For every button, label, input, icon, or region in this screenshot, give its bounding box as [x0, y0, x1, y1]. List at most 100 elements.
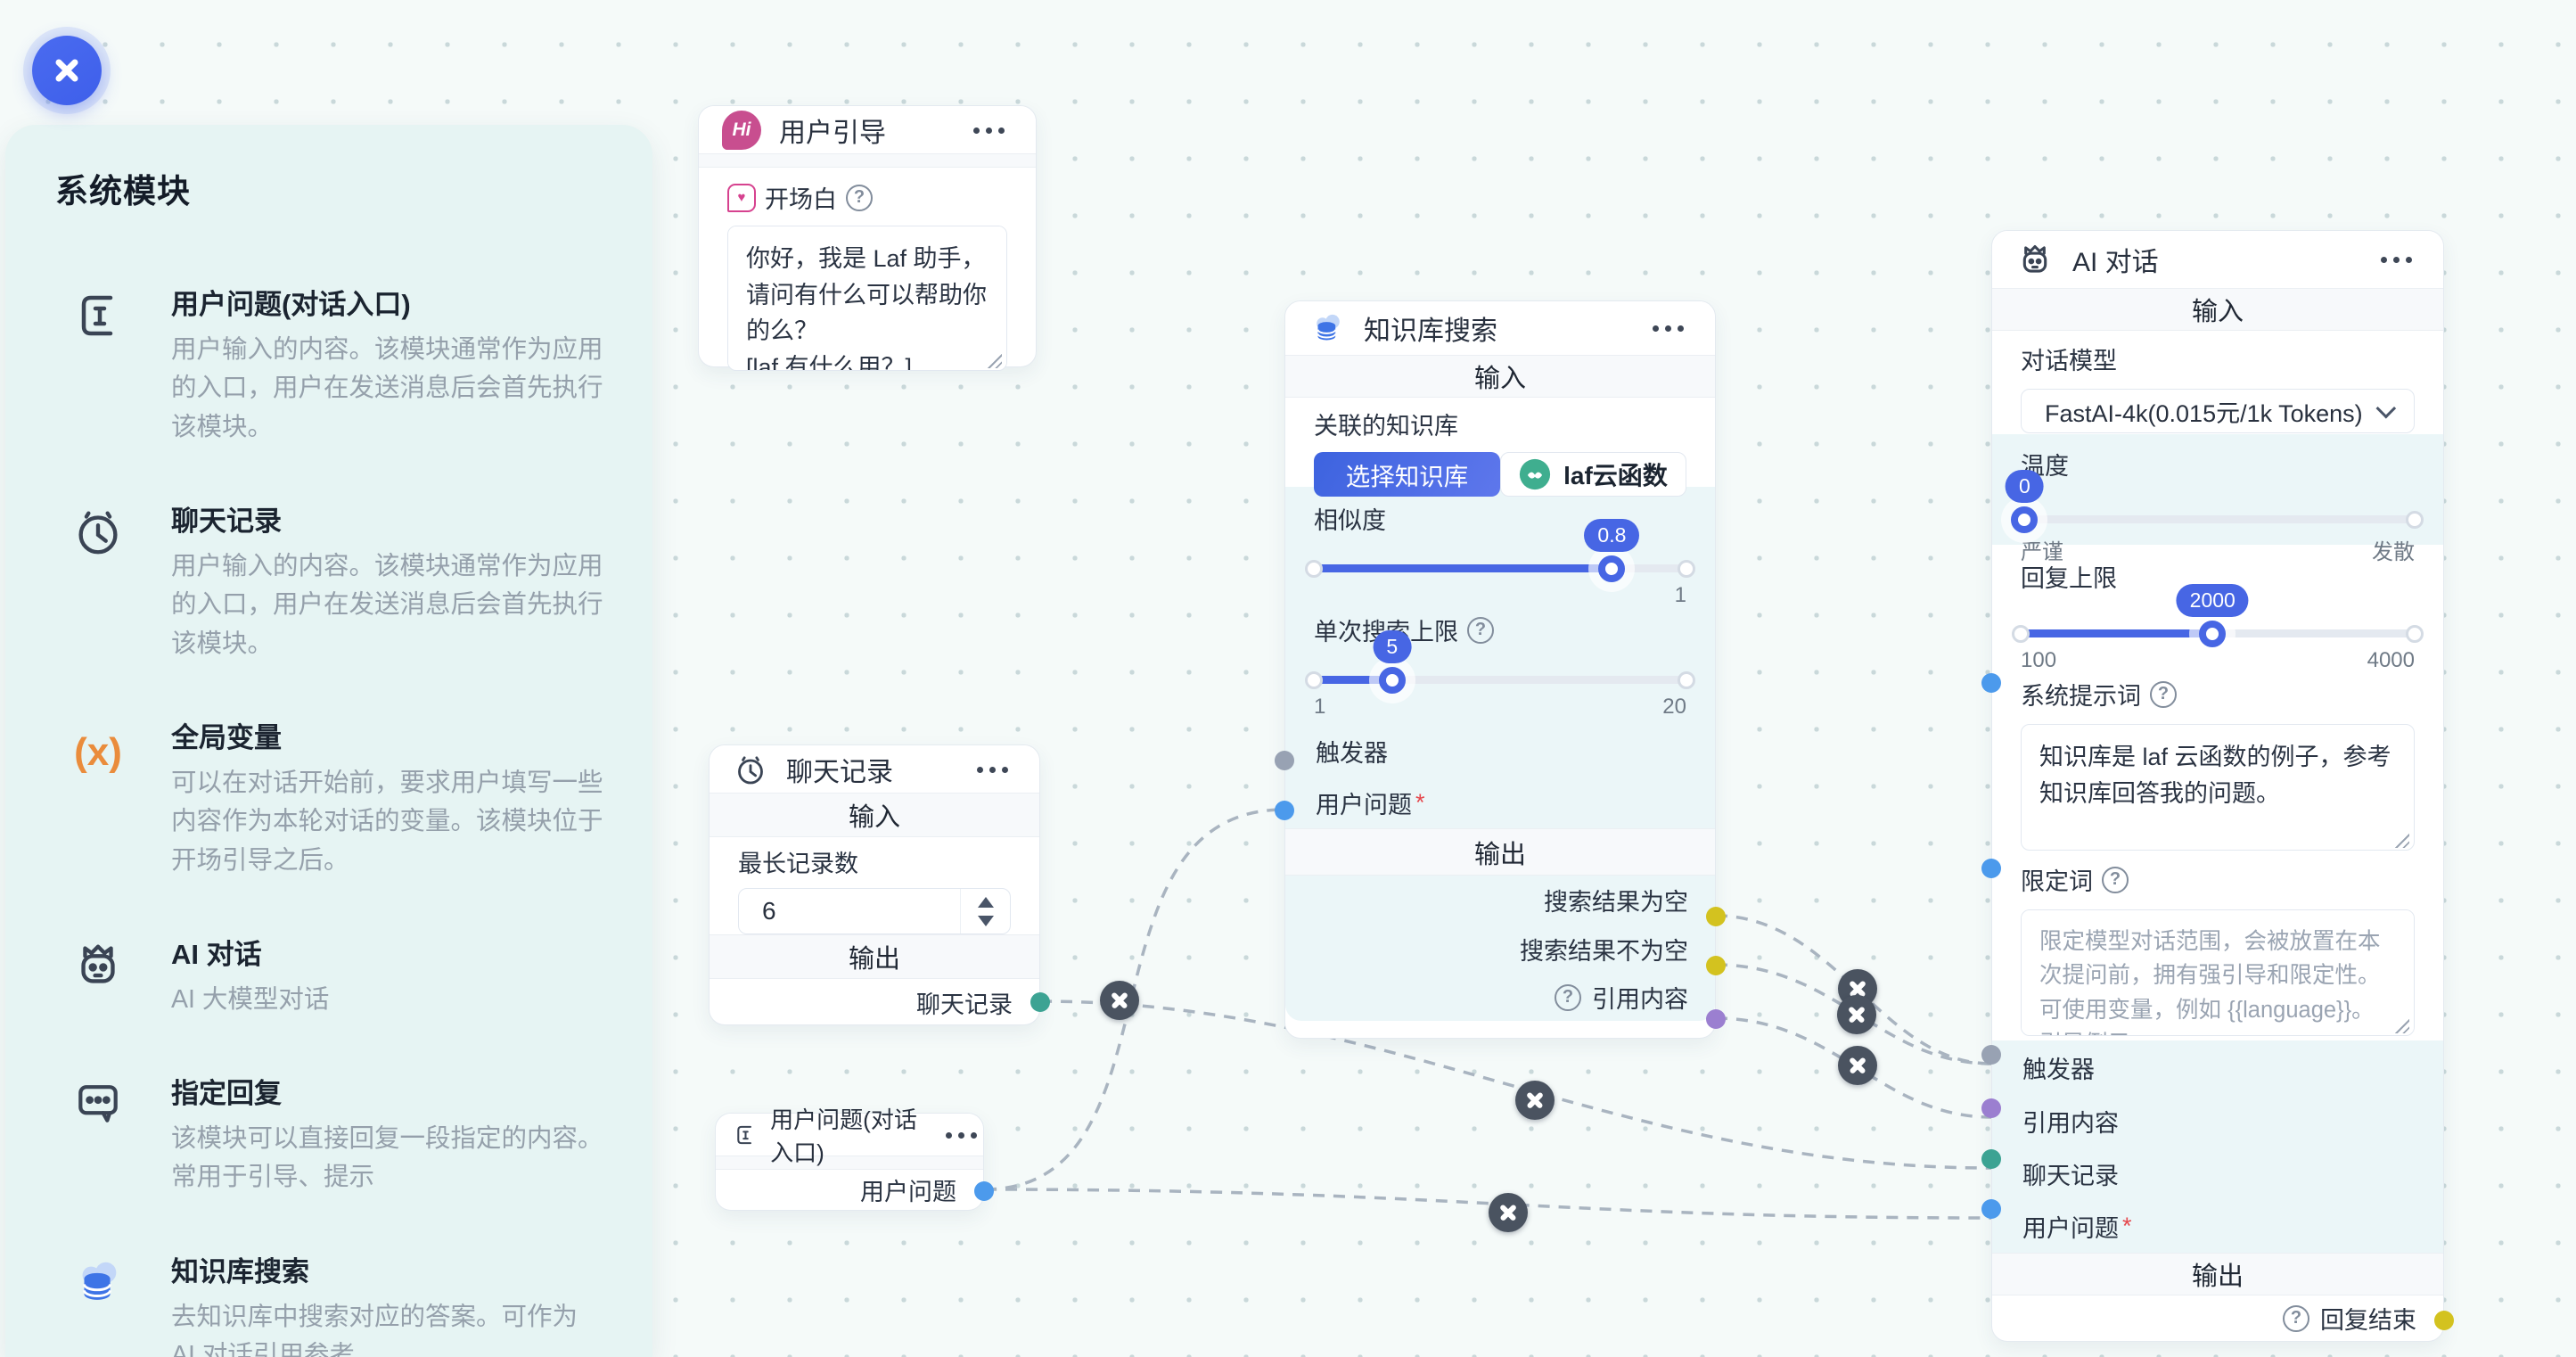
node-user-question-header[interactable]: 用户问题(对话入口) [716, 1106, 983, 1166]
more-menu-icon[interactable] [977, 766, 1016, 773]
port-trigger-in[interactable] [1981, 1045, 2001, 1065]
search-limit-slider-handle[interactable]: 5 [1373, 629, 1412, 694]
node-kb-search[interactable]: 知识库搜索 输入 关联的知识库 选择知识库 laf云函数 相似度 [1275, 300, 1726, 1039]
module-item-ai-chat[interactable]: AI 对话 AI 大模型对话 [55, 932, 604, 1019]
more-menu-icon[interactable] [973, 127, 1013, 134]
quote-input-label: 引用内容 [2022, 1109, 2119, 1137]
more-menu-icon[interactable] [2381, 256, 2420, 263]
help-icon[interactable] [846, 184, 873, 211]
limit-max-label: 20 [1662, 695, 1686, 719]
max-tokens-slider[interactable]: 2000 [2012, 583, 2424, 647]
port-history-out[interactable] [1030, 992, 1050, 1012]
help-icon[interactable] [2150, 680, 2177, 708]
port-history-in[interactable] [1981, 1149, 2001, 1169]
port-question-in[interactable] [1981, 1199, 2001, 1219]
trigger-input-label: 触发器 [1316, 739, 1388, 767]
port-system-prompt-in[interactable] [1981, 673, 2001, 693]
system-prompt-textarea[interactable]: 知识库是 laf 云函数的例子，参考知识库回答我的问题。 [2021, 724, 2415, 851]
opening-label: 开场白 [765, 186, 837, 213]
port-quote-out[interactable] [1706, 1009, 1726, 1029]
max-tokens-max-label: 4000 [2367, 648, 2415, 672]
node-title: AI 对话 [2072, 248, 2159, 277]
divider-strip [699, 153, 1036, 168]
more-menu-icon[interactable] [1653, 325, 1692, 332]
max-tokens-value-bubble: 2000 [2176, 583, 2249, 617]
help-icon[interactable] [2102, 866, 2129, 893]
port-answer-end-out[interactable] [2434, 1311, 2454, 1330]
required-mark: * [1415, 788, 1425, 816]
module-title: 全局变量 [171, 721, 282, 753]
port-question-in[interactable] [1275, 801, 1294, 820]
max-tokens-slider-handle[interactable]: 2000 [2176, 583, 2249, 647]
module-title: 知识库搜索 [171, 1255, 309, 1287]
port-quote-in[interactable] [1981, 1098, 2001, 1118]
output-label: 聊天记录 [916, 991, 1013, 1018]
similarity-slider-handle[interactable]: 0.8 [1584, 518, 1640, 582]
model-select[interactable]: FastAI-4k(0.015元/1k Tokens) [2021, 389, 2415, 433]
node-user-guide-header[interactable]: Hi 用户引导 [699, 106, 1036, 153]
module-item-global-variable[interactable]: (x) 全局变量 可以在对话开始前，要求用户填写一些内容作为本轮对话的变量。该模… [55, 715, 604, 880]
kb-label: 关联的知识库 [1314, 413, 1458, 440]
module-item-user-question[interactable]: 用户问题(对话入口) 用户输入的内容。该模块通常作为应用的入口，用户在发送消息后… [55, 282, 604, 447]
module-desc: AI 大模型对话 [171, 984, 330, 1014]
opening-heart-icon [727, 183, 756, 212]
output-label: 搜索结果不为空 [1520, 938, 1688, 965]
divider-strip [716, 1156, 983, 1170]
module-item-kb-search[interactable]: 知识库搜索 去知识库中搜索对应的答案。可作为 AI 对话引用参考。 [55, 1249, 604, 1357]
more-menu-icon[interactable] [945, 1131, 967, 1139]
port-trigger-in[interactable] [1275, 751, 1294, 770]
output-section-bar: 输出 [710, 934, 1039, 979]
output-label: 用户问题 [860, 1179, 956, 1205]
kb-search-icon [1317, 314, 1340, 341]
max-records-input[interactable]: 6 [738, 888, 1011, 934]
port-result-notempty-out[interactable] [1706, 956, 1726, 975]
node-chat-history-header[interactable]: 聊天记录 [710, 745, 1039, 793]
opening-textarea[interactable]: 你好，我是 Laf 助手，请问有什么可以帮助你的么？ [laf 有什么用？] [… [727, 226, 1007, 371]
kb-tag[interactable]: laf云函数 [1499, 452, 1686, 497]
robot-icon [2022, 245, 2047, 273]
select-kb-button[interactable]: 选择知识库 [1314, 452, 1500, 497]
module-title: 聊天记录 [171, 505, 282, 537]
node-kb-search-header[interactable]: 知识库搜索 [1285, 301, 1715, 355]
node-user-question[interactable]: 用户问题(对话入口) 用户问题 [715, 1106, 994, 1211]
search-limit-value-bubble: 5 [1373, 629, 1412, 663]
input-section-bar: 输入 [1285, 355, 1715, 398]
output-label: 回复结束 [2320, 1307, 2416, 1334]
step-down-icon[interactable] [977, 915, 994, 926]
help-icon[interactable] [1467, 616, 1494, 644]
edge-delete-button[interactable] [1489, 1193, 1528, 1232]
model-value: FastAI-4k(0.015元/1k Tokens) [2045, 399, 2363, 427]
node-ai-chat[interactable]: AI 对话 输入 对话模型 FastAI-4k(0.015元/1k Tokens… [1981, 230, 2454, 1342]
edge-delete-button[interactable] [1515, 1081, 1555, 1120]
temperature-slider[interactable]: 0 [2006, 469, 2424, 533]
node-title: 用户引导 [779, 118, 886, 148]
module-desc: 用户输入的内容。该模块通常作为应用的入口，用户在发送消息后会首先执行该模块。 [171, 551, 603, 658]
edge-delete-button[interactable] [1838, 1046, 1877, 1085]
hi-bubble-icon: Hi [722, 110, 761, 150]
node-ai-chat-header[interactable]: AI 对话 [1992, 231, 2443, 288]
number-stepper[interactable] [960, 889, 1010, 933]
temperature-slider-handle[interactable]: 0 [2006, 469, 2044, 533]
temperature-max-label: 发散 [2372, 540, 2415, 564]
similarity-slider[interactable]: 0.8 [1305, 518, 1695, 582]
port-question-out[interactable] [974, 1181, 994, 1201]
port-result-empty-out[interactable] [1706, 907, 1726, 926]
port-limit-prompt-in[interactable] [1981, 859, 2001, 878]
search-limit-slider[interactable]: 5 [1305, 629, 1695, 694]
node-user-guide[interactable]: Hi 用户引导 开场白 你好，我是 Laf 助手，请问有什么可以帮助你的么？ [… [698, 105, 1037, 371]
help-icon[interactable] [1555, 983, 1581, 1011]
module-item-fixed-reply[interactable]: 指定回复 该模块可以直接回复一段指定的内容。常用于引导、提示 [55, 1071, 604, 1197]
limit-prompt-textarea[interactable] [2021, 909, 2415, 1036]
step-up-icon[interactable] [977, 896, 994, 908]
close-panel-button[interactable] [32, 36, 102, 105]
system-prompt-label: 系统提示词 [2021, 683, 2141, 710]
edge-delete-button[interactable] [1100, 981, 1139, 1020]
module-item-chat-history[interactable]: 聊天记录 用户输入的内容。该模块通常作为应用的入口，用户在发送消息后会首先执行该… [55, 498, 604, 663]
question-input-label: 用户问题 [2022, 1215, 2119, 1242]
similarity-label: 相似度 [1314, 507, 1386, 534]
edge-delete-button[interactable] [1837, 995, 1876, 1034]
node-chat-history[interactable]: 聊天记录 输入 最长记录数 6 输出 聊天记录 [709, 744, 1050, 1025]
history-input-label: 聊天记录 [2022, 1163, 2119, 1189]
clock-icon [738, 755, 763, 784]
help-icon[interactable] [2283, 1304, 2309, 1332]
